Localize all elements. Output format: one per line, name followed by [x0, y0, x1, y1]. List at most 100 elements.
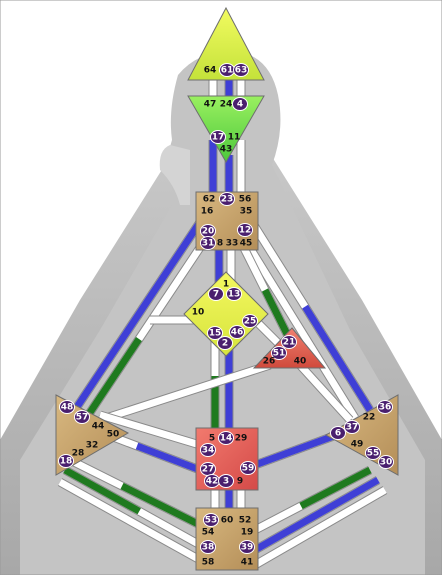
gate-19: 19 — [241, 528, 254, 538]
gate-11: 11 — [228, 133, 241, 143]
channel-solar-root-3 — [252, 486, 388, 569]
channel-spleen-root-1 — [67, 455, 203, 530]
gate-25-label: 25 — [244, 317, 257, 327]
channel-heart-spleen — [98, 360, 272, 425]
gate-57: 57 — [74, 410, 90, 424]
gate-17-label: 17 — [212, 133, 225, 143]
gate-40-label: 40 — [294, 357, 307, 367]
gate-31-marker — [200, 236, 216, 250]
gate-59-label: 59 — [242, 464, 255, 474]
gate-24: 24 — [220, 100, 233, 110]
gate-44: 44 — [92, 422, 105, 432]
gate-15-marker — [207, 326, 223, 340]
gate-39-label: 39 — [241, 543, 254, 553]
gate-41-label: 41 — [241, 558, 254, 568]
gate-38-label: 38 — [202, 543, 215, 553]
gate-48: 48 — [59, 400, 75, 414]
gate-23-marker — [219, 192, 235, 206]
gate-60-label: 60 — [221, 516, 234, 526]
gate-55: 55 — [365, 446, 381, 460]
gate-14-label: 14 — [220, 434, 233, 444]
gate-20-label: 20 — [202, 227, 215, 237]
gate-4-marker — [232, 97, 248, 111]
gate-28: 28 — [72, 449, 85, 459]
gate-43: 43 — [220, 145, 233, 155]
gate-4-label: 4 — [237, 100, 243, 110]
gate-44-label: 44 — [92, 422, 105, 432]
channel-heart-solar — [296, 361, 354, 424]
gate-27-label: 27 — [202, 465, 215, 475]
gate-8-label: 8 — [217, 239, 223, 249]
gate-56: 56 — [239, 195, 252, 205]
gate-26-label: 26 — [263, 357, 276, 367]
gate-20: 20 — [200, 224, 216, 238]
channel-throat-solar-2 — [241, 237, 359, 421]
channel-solar-root-2 — [252, 476, 381, 554]
channel-spleen-sacral-1 — [98, 410, 202, 450]
gate-51-label: 51 — [273, 349, 286, 359]
gate-58: 58 — [202, 558, 215, 568]
gate-57-label: 57 — [76, 413, 89, 423]
gate-60: 60 — [221, 516, 234, 526]
gate-25: 25 — [242, 314, 258, 328]
gate-28-label: 28 — [72, 449, 85, 459]
gate-9: 9 — [237, 477, 243, 487]
gate-12-marker — [237, 223, 253, 237]
gate-53-label: 53 — [205, 516, 218, 526]
gate-36-label: 36 — [379, 403, 392, 413]
gate-35-label: 35 — [240, 207, 253, 217]
gate-36: 36 — [377, 400, 393, 414]
gate-21: 21 — [281, 335, 297, 349]
gate-47: 47 — [204, 100, 217, 110]
gate-37: 37 — [344, 420, 360, 434]
gate-13-label: 13 — [228, 290, 241, 300]
gate-54: 54 — [202, 528, 215, 538]
gate-51: 51 — [271, 346, 287, 360]
gate-7-label: 7 — [213, 290, 219, 300]
gate-13: 13 — [226, 287, 242, 301]
gate-17-marker — [210, 130, 226, 144]
gate-34-label: 34 — [202, 446, 215, 456]
gate-25-marker — [242, 314, 258, 328]
gate-48-marker — [59, 400, 75, 414]
gate-38-marker — [200, 540, 216, 554]
gate-64-label: 64 — [204, 66, 217, 76]
gate-18-label: 18 — [60, 457, 73, 467]
channel-spleen-root-2 — [62, 466, 203, 549]
gate-63: 63 — [233, 63, 249, 77]
gate-21-marker — [281, 335, 297, 349]
gate-64: 64 — [204, 66, 217, 76]
gate-61: 61 — [219, 63, 235, 77]
gate-10-label: 10 — [192, 308, 205, 318]
gate-18-marker — [58, 454, 74, 468]
channel-throat-solar-1 — [248, 219, 374, 413]
gate-2: 2 — [217, 336, 233, 350]
gate-61-label: 61 — [221, 66, 234, 76]
channel-throat-heart — [235, 237, 295, 343]
channel-spleen-root-3 — [57, 478, 203, 564]
gate-6: 6 — [330, 426, 346, 440]
gate-27: 27 — [200, 462, 216, 476]
gate-2-marker — [217, 336, 233, 350]
gate-21-label: 21 — [283, 338, 296, 348]
gate-52: 52 — [239, 516, 252, 526]
spleen-center-shape — [55, 394, 130, 476]
gate-37-marker — [344, 420, 360, 434]
channel-g-heart — [251, 316, 284, 349]
gate-53: 53 — [203, 513, 219, 527]
gate-9-label: 9 — [237, 477, 243, 487]
gate-53-marker — [203, 513, 219, 527]
gate-30: 30 — [378, 455, 394, 469]
gate-23-label: 23 — [221, 195, 234, 205]
gate-47-label: 47 — [204, 100, 217, 110]
gate-30-label: 30 — [380, 458, 393, 468]
ajna-center-shape — [187, 95, 265, 164]
gate-29: 29 — [235, 434, 248, 444]
